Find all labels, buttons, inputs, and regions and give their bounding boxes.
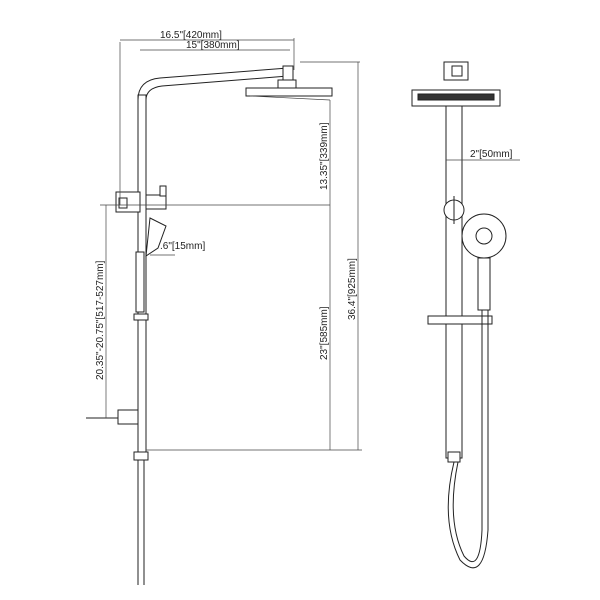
dim-head-drop-label: 13.35"[339mm] xyxy=(319,122,330,190)
front-hand-shower-handle xyxy=(477,257,491,311)
front-view: 2"[50mm] xyxy=(411,61,520,569)
front-connector-inner xyxy=(451,65,463,77)
mixer-body xyxy=(145,194,167,210)
dim-overall-width-label: 16.5"[420mm] xyxy=(160,30,222,41)
side-dimensions: 16.5"[420mm] 15"[380mm] 13.35"[339mm] 36… xyxy=(95,30,362,451)
hand-shower-head-side xyxy=(145,217,167,258)
rain-head-bottom-edge xyxy=(249,95,331,101)
front-hose-outer xyxy=(447,310,489,569)
mixer-handle xyxy=(159,185,167,197)
shower-arm-outer xyxy=(137,67,289,101)
front-soap-shelf xyxy=(427,315,493,325)
shower-arm-inner xyxy=(145,75,289,101)
rain-shower-head xyxy=(245,87,333,97)
slide-bar-bracket xyxy=(133,313,149,321)
hose-connector xyxy=(133,451,149,461)
dim-outlet-span-label: 20.35"-20.75"[517-527mm] xyxy=(95,260,106,380)
diverter-knob xyxy=(118,197,128,209)
front-riser-pipe xyxy=(445,105,463,459)
front-hand-shower-center xyxy=(475,227,493,245)
front-hose-inner xyxy=(452,310,483,562)
dim-arm-length-label: 15"[380mm] xyxy=(186,40,240,51)
dim-riser-diameter-label: 2"[50mm] xyxy=(470,149,513,160)
wall-elbow-outlet xyxy=(117,409,139,425)
head-connector xyxy=(282,65,294,81)
front-rain-head-nozzles xyxy=(417,93,495,101)
head-swivel xyxy=(277,79,297,89)
front-hose-connector xyxy=(447,451,461,463)
side-view xyxy=(86,65,333,585)
dim-handshower-offset-label: .6"[15mm] xyxy=(160,241,205,252)
hand-shower-handle-side xyxy=(135,251,145,313)
dim-total-height-label: 36.4"[925mm] xyxy=(347,258,358,320)
dim-lower-height-label: 23"[585mm] xyxy=(319,306,330,360)
